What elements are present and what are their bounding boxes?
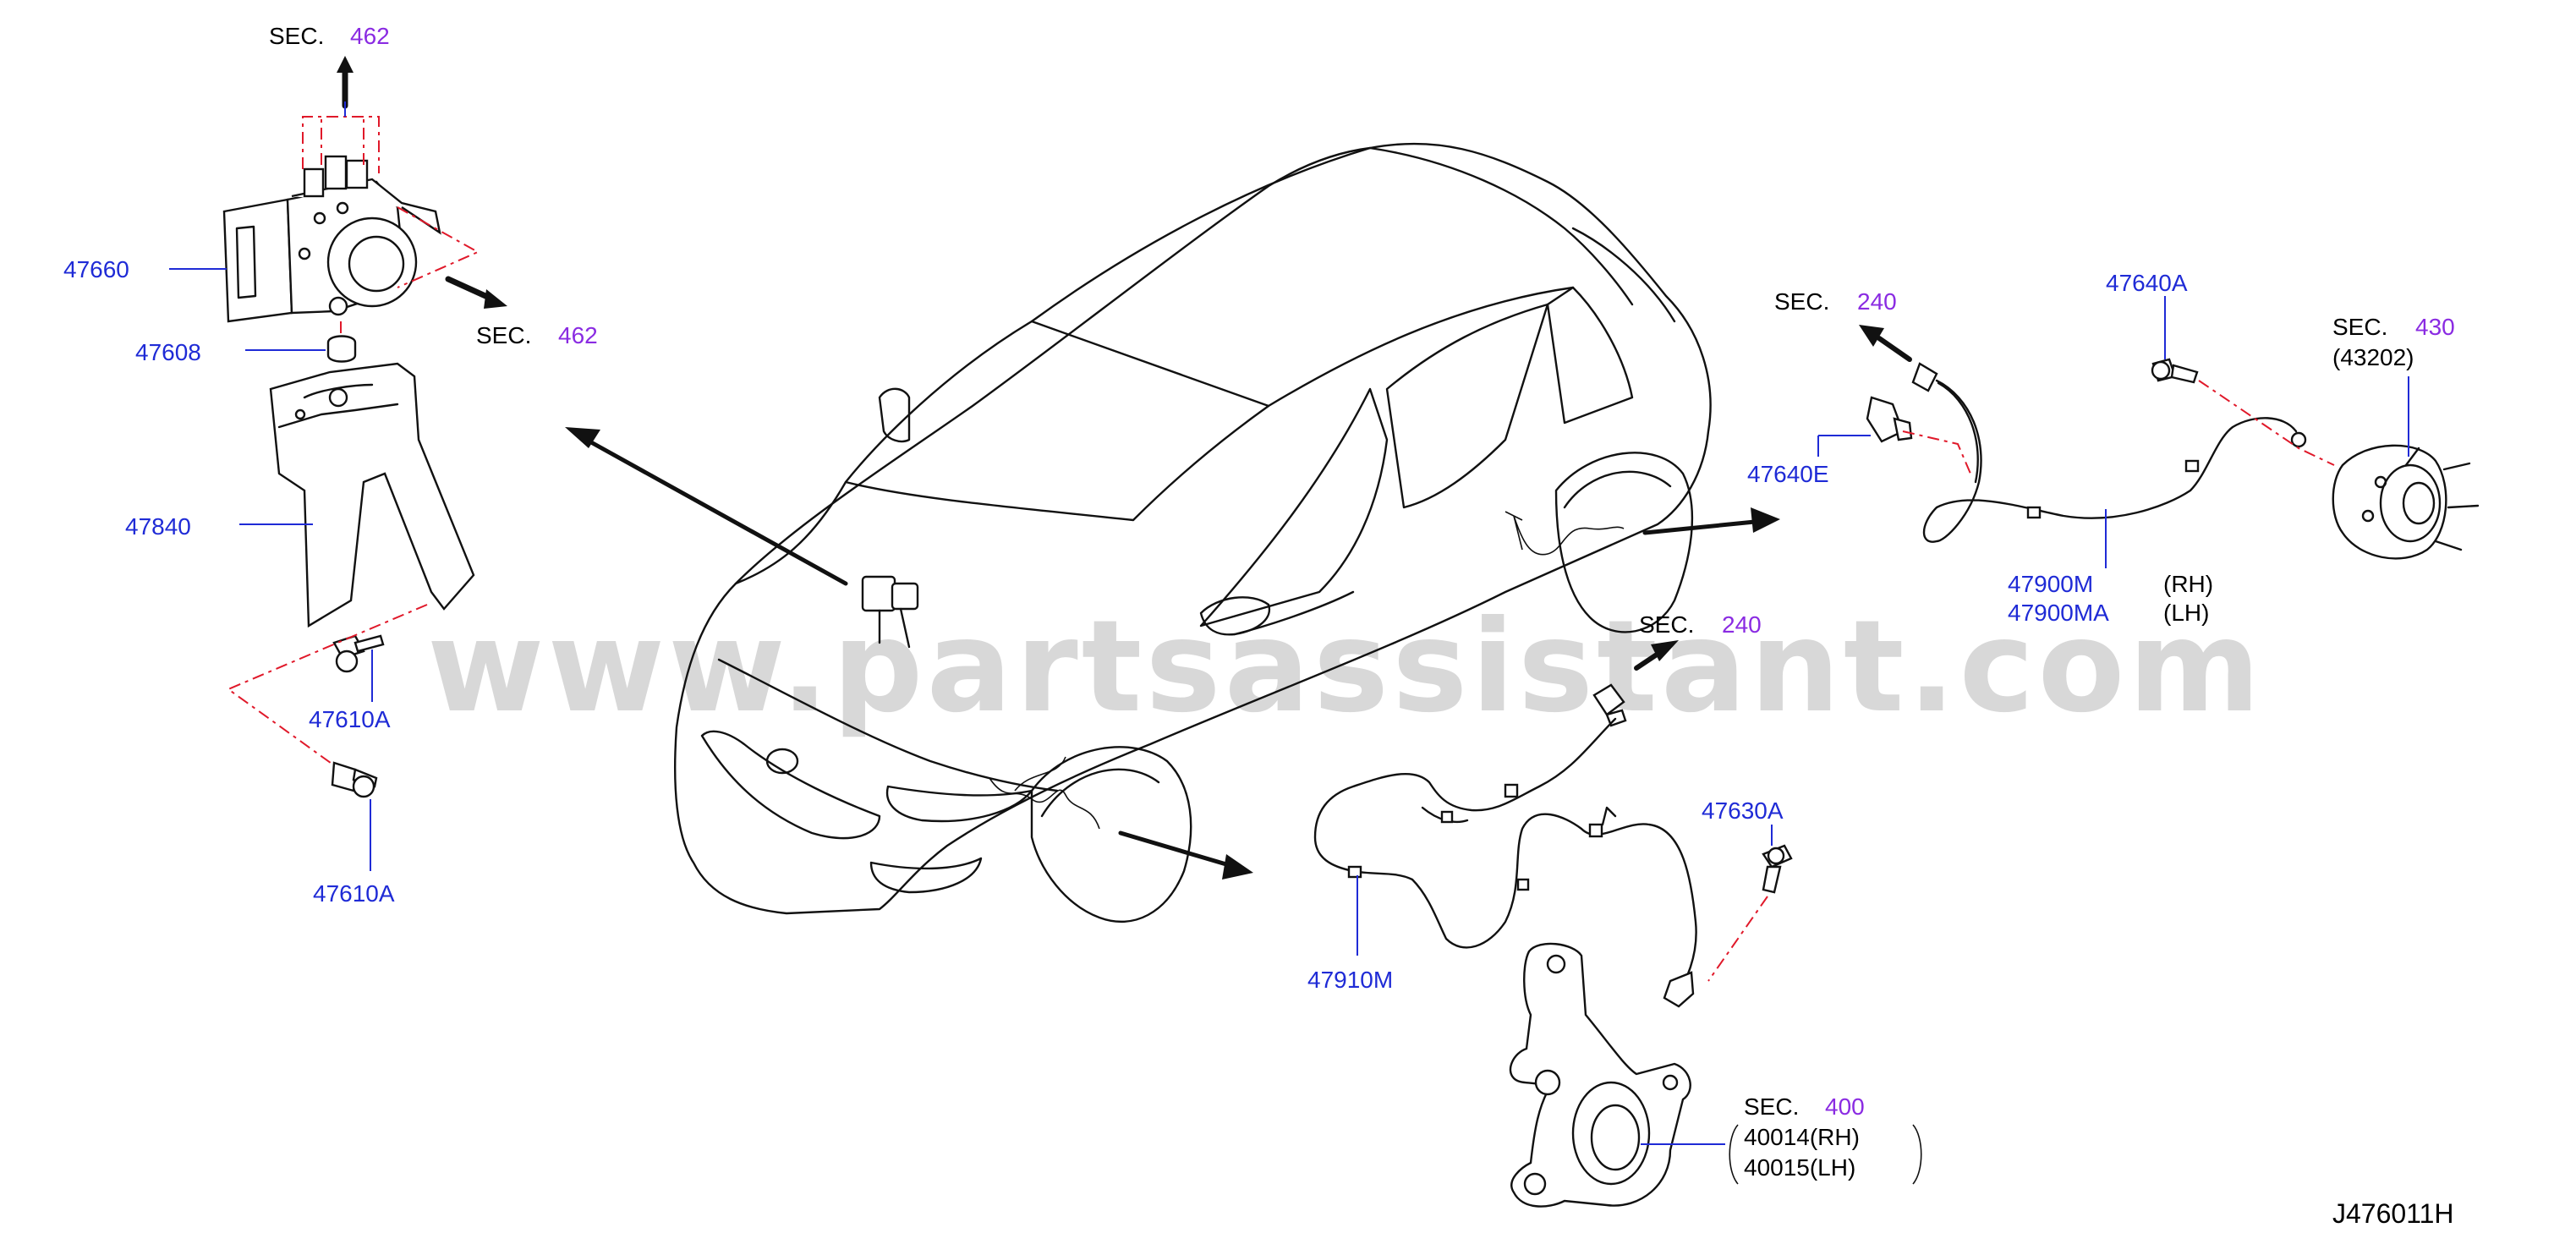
part-47640a[interactable]: 47640A — [2106, 270, 2188, 296]
side-rh: (RH) — [2163, 571, 2213, 597]
part-47640e[interactable]: 47640E — [1747, 461, 1829, 487]
sec-label: SEC. — [2332, 314, 2387, 340]
diagram-code: J476011H — [2332, 1198, 2454, 1229]
part-47910m[interactable]: 47910M — [1307, 967, 1393, 993]
sec-240-mid[interactable]: 240 — [1722, 611, 1762, 638]
sec-462-top[interactable]: 462 — [350, 23, 390, 49]
sec-label: SEC. — [1639, 611, 1694, 638]
sec-462-mid[interactable]: 462 — [558, 322, 598, 348]
watermark: www.partsassistant.com — [427, 594, 2264, 741]
sec-40014[interactable]: 40014(RH) — [1744, 1124, 1860, 1150]
sec-label: SEC. — [476, 322, 531, 348]
part-47840[interactable]: 47840 — [125, 513, 191, 540]
pointer-arrows — [565, 427, 1780, 880]
side-lh: (LH) — [2163, 600, 2209, 626]
sec-label: SEC. — [1774, 288, 1829, 315]
abs-actuator-group — [169, 56, 507, 871]
sec-430[interactable]: 430 — [2415, 314, 2455, 340]
part-47900m[interactable]: 47900M — [2008, 571, 2093, 597]
rear-sensor-group — [1817, 296, 2480, 568]
sec-label: SEC. — [269, 23, 324, 49]
part-47660[interactable]: 47660 — [63, 256, 129, 282]
part-47630a[interactable]: 47630A — [1702, 797, 1784, 824]
sec-400[interactable]: 400 — [1825, 1093, 1865, 1120]
sec-40015[interactable]: 40015(LH) — [1744, 1154, 1855, 1181]
bracket-right — [1912, 1124, 1922, 1185]
front-sensor-group — [1313, 640, 1793, 1208]
bracket-left — [1729, 1124, 1739, 1185]
sec-label: SEC. — [1744, 1093, 1799, 1120]
bolt-lower — [331, 761, 378, 798]
part-47610a-upper[interactable]: 47610A — [309, 706, 391, 732]
sec-240-top[interactable]: 240 — [1857, 288, 1897, 315]
vehicle-outline — [673, 142, 1712, 923]
part-47610a-lower[interactable]: 47610A — [313, 880, 395, 907]
part-47900ma[interactable]: 47900MA — [2008, 600, 2109, 626]
part-47608[interactable]: 47608 — [135, 339, 201, 365]
sec-43202[interactable]: (43202) — [2332, 344, 2414, 370]
